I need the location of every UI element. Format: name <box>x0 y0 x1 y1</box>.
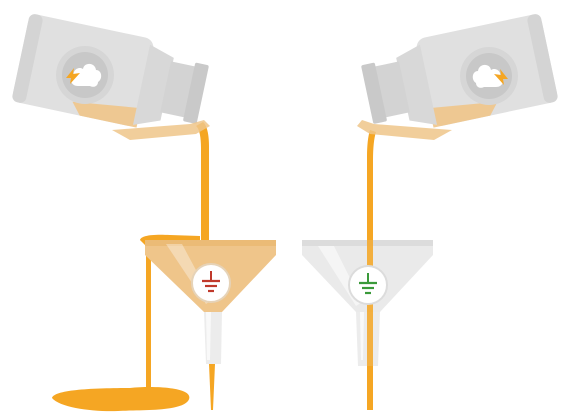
liquid-puddle <box>52 387 189 411</box>
right-panel <box>302 13 559 410</box>
left-panel <box>11 13 276 411</box>
bottle-right <box>358 13 559 140</box>
ground-symbol-badge-left <box>192 264 230 302</box>
ground-symbol-badge-right <box>349 266 387 304</box>
overflow-stream <box>146 238 151 392</box>
bottle-badge-left <box>56 46 114 104</box>
pour-stream <box>196 122 209 243</box>
bottle-badge-right <box>460 47 518 105</box>
funnel-right <box>302 240 433 370</box>
